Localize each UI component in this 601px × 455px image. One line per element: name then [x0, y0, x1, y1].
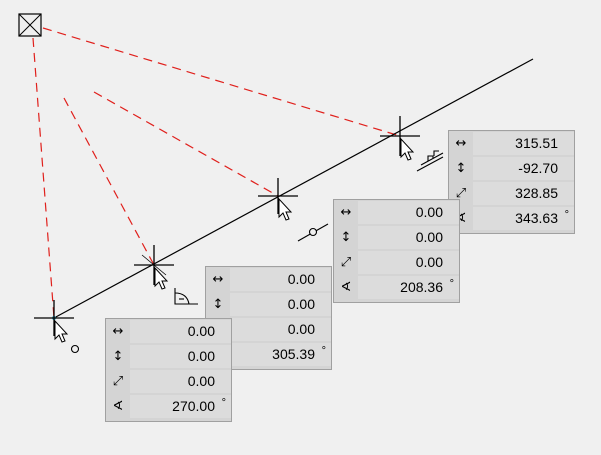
- angle-value: 305.39°: [230, 343, 331, 366]
- degree-symbol: °: [221, 397, 226, 409]
- dy-value: 0.00: [358, 226, 459, 249]
- dy-value: -92.70: [473, 157, 574, 180]
- pointer-arrow-icon: [278, 197, 293, 221]
- cursor-crosshair-3: [258, 178, 298, 214]
- distance-value: 0.00: [358, 251, 459, 274]
- guide-line-3: [93, 91, 279, 197]
- diagonal-arrow-icon: ⤢: [340, 255, 352, 270]
- double-arrow-horizontal-icon: ↔: [112, 324, 124, 339]
- pointer-arrow-icon: [154, 266, 169, 290]
- coordinate-readout-4: ↔ 315.51 ↕ -92.70 ⤢ 328.85 ∢ 343.63°: [448, 130, 575, 234]
- row-distance: ⤢ 328.85: [449, 181, 574, 206]
- row-horizontal: ↔ 0.00: [334, 200, 459, 225]
- guide-line-4: [42, 27, 401, 137]
- double-arrow-horizontal-icon: ↔: [340, 205, 352, 220]
- dy-value: 0.00: [130, 345, 231, 368]
- row-distance: ⤢ 0.00: [106, 369, 231, 394]
- row-vertical: ↕ -92.70: [449, 156, 574, 181]
- row-vertical: ↕ 0.00: [334, 225, 459, 250]
- angle-snap-icon: [174, 288, 198, 305]
- circle-snap-icon: [70, 344, 80, 354]
- row-angle: ∢ 270.00°: [106, 394, 231, 419]
- line-point-snap-icon: [297, 223, 329, 242]
- angle-icon: ∢: [455, 211, 467, 226]
- angle-icon: ∢: [112, 399, 124, 414]
- angle-value: 270.00°: [130, 395, 231, 418]
- diagonal-arrow-icon: ⤢: [455, 186, 467, 201]
- coordinate-readout-1: ↔ 0.00 ↕ 0.00 ⤢ 0.00 ∢ 270.00°: [105, 318, 232, 422]
- dy-value: 0.00: [230, 293, 331, 316]
- degree-symbol: °: [564, 209, 569, 221]
- pointer-arrow-icon: [400, 137, 415, 161]
- cursor-crosshair-4: [380, 116, 420, 156]
- row-horizontal: ↔ 0.00: [206, 267, 331, 292]
- double-arrow-vertical-icon: ↕: [212, 297, 224, 312]
- row-distance: ⤢ 0.00: [334, 250, 459, 275]
- degree-symbol: °: [449, 278, 454, 290]
- degree-symbol: °: [321, 345, 326, 357]
- double-arrow-vertical-icon: ↕: [340, 230, 352, 245]
- dx-value: 0.00: [230, 268, 331, 291]
- diagonal-arrow-icon: ⤢: [112, 374, 124, 389]
- distance-value: 328.85: [473, 182, 574, 205]
- parallel-snap-icon: [416, 150, 444, 172]
- dx-value: 0.00: [130, 320, 231, 343]
- cursor-crosshair-2: [134, 245, 174, 285]
- dx-value: 0.00: [358, 201, 459, 224]
- row-horizontal: ↔ 0.00: [106, 319, 231, 344]
- row-angle: ∢ 208.36°: [334, 275, 459, 300]
- row-vertical: ↕ 0.00: [106, 344, 231, 369]
- pointer-arrow-icon: [54, 319, 69, 343]
- angle-value: 208.36°: [358, 276, 459, 299]
- angle-value: 343.63°: [473, 207, 574, 230]
- double-arrow-vertical-icon: ↕: [455, 161, 467, 176]
- coordinate-readout-3: ↔ 0.00 ↕ 0.00 ⤢ 0.00 ∢ 208.36°: [333, 199, 460, 303]
- guide-line-1: [32, 37, 55, 319]
- double-arrow-horizontal-icon: ↔: [212, 272, 224, 287]
- distance-value: 0.00: [230, 318, 331, 341]
- double-arrow-vertical-icon: ↕: [112, 349, 124, 364]
- dx-value: 315.51: [473, 132, 574, 155]
- crossed-box-icon[interactable]: [18, 13, 42, 37]
- row-angle: ∢ 343.63°: [449, 206, 574, 231]
- row-vertical: ↕ 0.00: [206, 292, 331, 317]
- construction-line: [53, 58, 534, 319]
- row-horizontal: ↔ 315.51: [449, 131, 574, 156]
- dashed-guide-lines: [32, 27, 401, 319]
- double-arrow-horizontal-icon: ↔: [455, 136, 467, 151]
- angle-icon: ∢: [340, 280, 352, 295]
- guide-line-2: [63, 97, 155, 266]
- cursor-crosshair-1: [34, 300, 74, 336]
- distance-value: 0.00: [130, 370, 231, 393]
